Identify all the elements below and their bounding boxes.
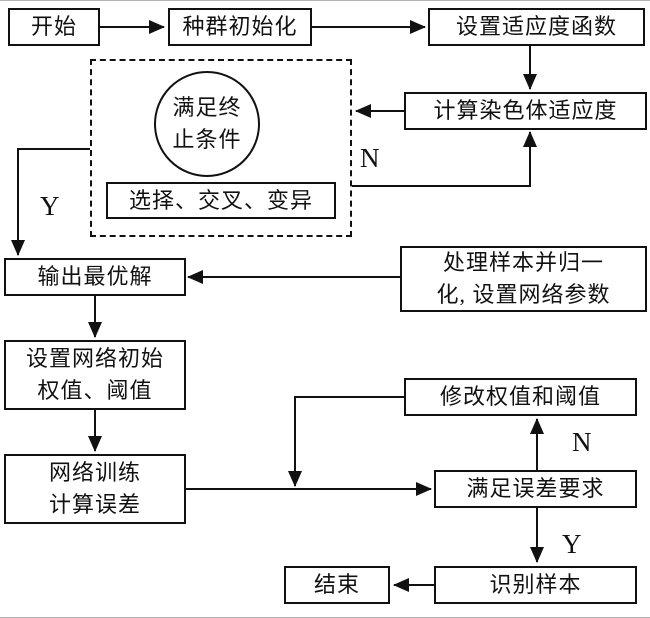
node-network-training-line1: 网络训练 xyxy=(48,460,141,486)
node-set-fitness-function: 设置适应度函数 xyxy=(428,8,645,46)
node-set-initial-weights: 设置网络初始 权值、阈值 xyxy=(4,340,186,410)
node-termination-condition-line2: 止条件 xyxy=(172,127,242,152)
label-ga-no: N xyxy=(360,143,380,173)
node-population-init: 种群初始化 xyxy=(168,8,312,46)
node-start-label: 开始 xyxy=(30,14,77,40)
node-modify-weights: 修改权值和阈值 xyxy=(404,378,637,416)
node-set-fitness-function-label: 设置适应度函数 xyxy=(455,14,617,40)
node-population-init-label: 种群初始化 xyxy=(182,14,298,40)
node-error-requirement-label: 满足误差要求 xyxy=(466,476,605,502)
edge-ga-yes-exit xyxy=(11,148,90,256)
node-output-optimal-solution-label: 输出最优解 xyxy=(37,264,153,290)
node-termination-condition: 满足终 止条件 xyxy=(154,71,260,177)
node-end-label: 结束 xyxy=(313,572,360,598)
node-identify-samples-label: 识别样本 xyxy=(489,572,582,598)
ga-loop-dashed-group xyxy=(90,59,352,237)
label-error-no: N xyxy=(572,427,592,457)
label-ga-yes: Y xyxy=(40,191,60,221)
node-error-requirement: 满足误差要求 xyxy=(434,470,637,508)
node-set-initial-weights-line1: 设置网络初始 xyxy=(25,346,164,372)
node-process-samples: 处理样本并归一 化, 设置网络参数 xyxy=(400,246,647,312)
node-process-samples-line1: 处理样本并归一 xyxy=(442,250,604,276)
node-network-training: 网络训练 计算误差 xyxy=(4,454,186,524)
edge-modify-back-to-training-line xyxy=(288,396,404,487)
node-set-initial-weights-line2: 权值、阈值 xyxy=(37,378,153,403)
node-process-samples-line2: 化, 设置网络参数 xyxy=(436,282,611,307)
node-selection-crossover-mutation-label: 选择、交叉、变异 xyxy=(128,187,313,213)
node-calc-chromosome-fitness: 计算染色体适应度 xyxy=(404,92,647,130)
label-error-yes: Y xyxy=(562,529,582,559)
node-start: 开始 xyxy=(8,8,100,46)
node-identify-samples: 识别样本 xyxy=(434,566,637,604)
edge-ga-no-loop xyxy=(352,131,537,187)
node-modify-weights-label: 修改权值和阈值 xyxy=(439,384,601,410)
node-selection-crossover-mutation: 选择、交叉、变异 xyxy=(106,182,336,219)
node-output-optimal-solution: 输出最优解 xyxy=(4,258,186,296)
node-end: 结束 xyxy=(284,566,390,604)
node-network-training-line2: 计算误差 xyxy=(48,492,141,517)
node-termination-condition-line1: 满足终 xyxy=(172,95,242,121)
node-calc-chromosome-fitness-label: 计算染色体适应度 xyxy=(433,98,618,124)
